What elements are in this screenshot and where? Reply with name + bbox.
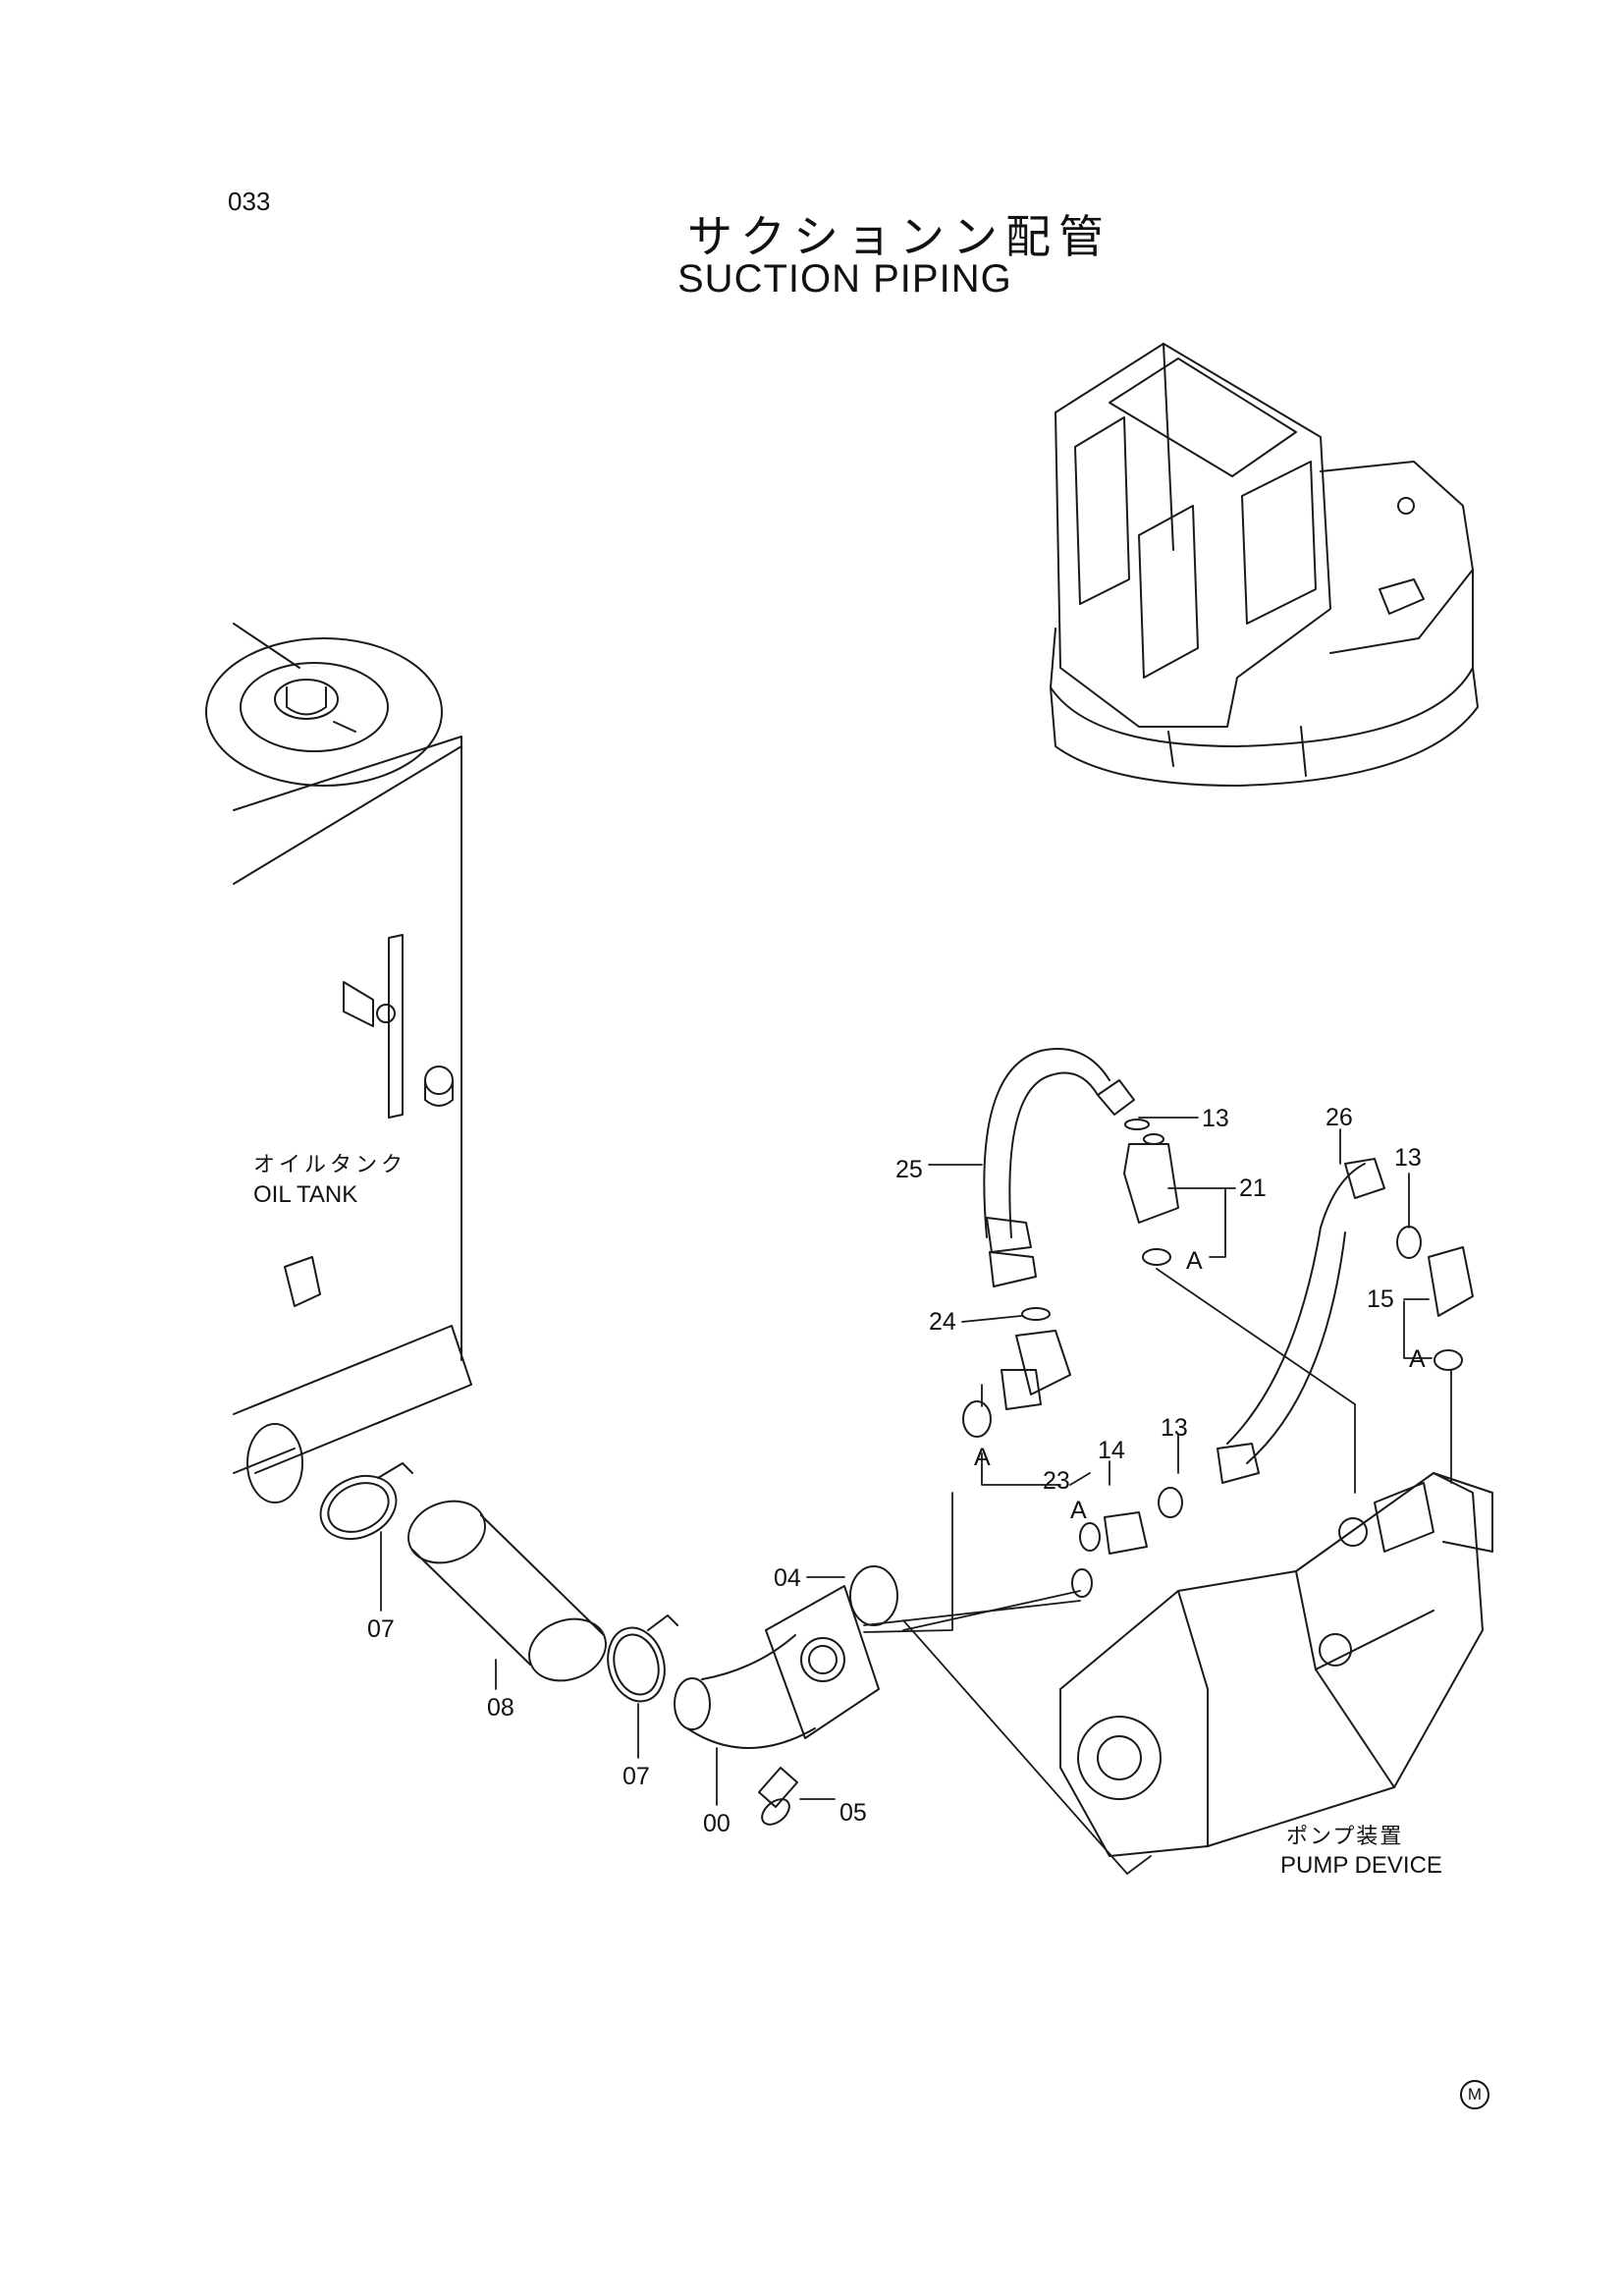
part-number-13: 13 (1394, 1144, 1422, 1172)
part-number-24: 24 (929, 1308, 956, 1336)
hydraulic-hose-icon (1217, 1159, 1473, 1483)
maintenance-mark-icon: M (1460, 2080, 1489, 2109)
oil-tank-label-japanese: オイルタンク (253, 1153, 407, 1177)
pump-device-icon (1060, 1473, 1492, 1856)
hose-clamp-icon (310, 1463, 412, 1551)
part-number-26: 26 (1325, 1104, 1353, 1131)
part-number-04: 04 (774, 1564, 801, 1592)
page-title: SUCTION PIPING (677, 257, 1012, 301)
reference-mark-a: A (1409, 1345, 1426, 1373)
reference-mark-a: A (1070, 1497, 1087, 1524)
hydraulic-hose-icon (984, 1049, 1134, 1286)
part-number-07: 07 (367, 1615, 395, 1643)
elbow-fitting-icon (1022, 1120, 1178, 1320)
reference-mark-a: A (1186, 1247, 1203, 1275)
part-number-13: 13 (1202, 1105, 1229, 1132)
page-number: 033 (228, 187, 271, 216)
o-ring-icon (850, 1566, 897, 1625)
suction-elbow-icon (675, 1586, 879, 1748)
part-number-05: 05 (839, 1799, 867, 1827)
part-number-23: 23 (1043, 1467, 1070, 1495)
leader-lines (381, 1118, 1451, 1874)
suction-hose-icon (400, 1491, 615, 1691)
part-number-13: 13 (1161, 1414, 1188, 1442)
part-number-07: 07 (622, 1763, 650, 1790)
part-number-14: 14 (1098, 1437, 1125, 1464)
part-number-08: 08 (487, 1694, 514, 1722)
fitting-icon (963, 1331, 1070, 1437)
oil-tank-icon (206, 624, 471, 1503)
pump-device-label-japanese: ポンプ装置 (1286, 1825, 1404, 1849)
oil-tank-label: OIL TANK (253, 1181, 358, 1208)
pump-device-label: PUMP DEVICE (1280, 1852, 1442, 1879)
hose-clamp-icon (600, 1615, 677, 1708)
hose-fitting-icon (757, 1768, 797, 1830)
part-number-15: 15 (1367, 1285, 1394, 1313)
part-number-21: 21 (1239, 1175, 1267, 1202)
page-title-japanese: サクションン配管 (687, 210, 1111, 263)
part-number-25: 25 (895, 1156, 923, 1183)
fitting-icon (1072, 1488, 1182, 1597)
part-number-00: 00 (703, 1810, 730, 1837)
excavator-overview-icon (1051, 344, 1478, 786)
